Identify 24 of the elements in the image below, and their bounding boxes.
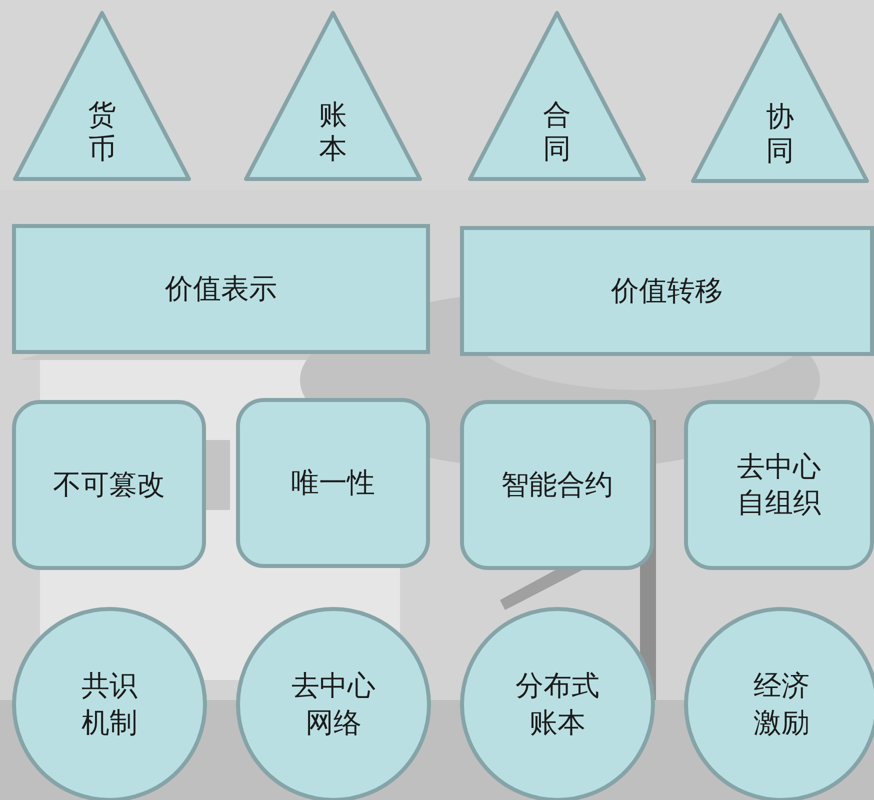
triangle-node [690, 12, 870, 184]
triangle-node [243, 10, 423, 182]
node-label: 不可篡改 [52, 466, 166, 503]
triangle-node [12, 10, 192, 182]
node-label: 合同 [543, 98, 571, 166]
node-label: 经济激励 [752, 668, 810, 740]
node-label: 唯一性 [290, 464, 376, 501]
rounded-square-node [236, 398, 430, 568]
rounded-square-node [684, 400, 874, 570]
node-label: 智能合约 [500, 466, 614, 503]
node-label: 去中心自组织 [736, 448, 822, 521]
node-label: 账本 [319, 98, 347, 166]
rounded-square-node [12, 400, 206, 570]
rectangle-node [12, 224, 430, 354]
rectangle-node [460, 226, 874, 356]
node-label: 共识机制 [80, 668, 138, 740]
rounded-square-node [460, 400, 654, 570]
triangle-node [467, 10, 647, 182]
node-label: 分布式账本 [514, 668, 600, 740]
node-label: 协同 [766, 100, 794, 168]
node-label: 价值转移 [610, 272, 724, 309]
node-label: 货币 [88, 98, 116, 166]
node-label: 价值表示 [164, 270, 278, 307]
node-label: 去中心网络 [290, 668, 376, 740]
